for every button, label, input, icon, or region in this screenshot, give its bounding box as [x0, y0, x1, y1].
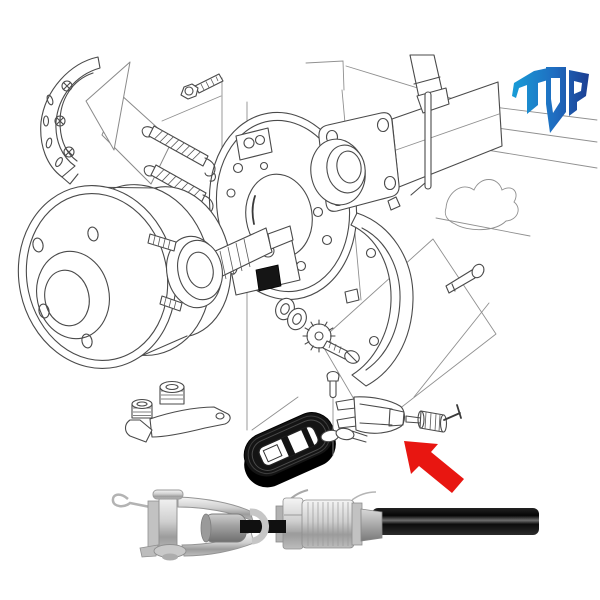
outer-cable [372, 508, 539, 535]
brake-assembly-diagram [17, 54, 598, 488]
clevis-pin [326, 370, 340, 398]
cotter-pin [320, 427, 368, 443]
brake-cable-photo [111, 489, 539, 561]
logo-glyph-o [546, 67, 566, 133]
cable-clevis [335, 396, 462, 434]
spring-mount-bracket [444, 179, 519, 231]
cylinder-seal [255, 264, 282, 292]
clevis-pin-photo [152, 489, 187, 561]
brake-line [410, 91, 432, 196]
brand-logo [512, 67, 589, 133]
direction-arrow-head [85, 61, 131, 151]
adjuster-screw [322, 340, 360, 364]
logo-glyph-t [512, 68, 548, 114]
shoe-hold-down-pin [445, 263, 485, 294]
parking-brake-lever [124, 380, 231, 443]
brake-shoe-right [344, 196, 414, 387]
fork-u-bend [249, 508, 270, 545]
fitting-nose [360, 508, 383, 542]
conduit-end-fitting [275, 497, 383, 550]
frame-rails [345, 65, 598, 169]
axle-flange [310, 112, 400, 212]
shoe-panel-outline [319, 238, 497, 431]
adjuster-washers [275, 297, 307, 331]
wheel-studs [147, 233, 183, 312]
brake-shoe-left [40, 56, 101, 185]
logo-glyph-p [569, 70, 589, 116]
highlight-red-arrow [404, 441, 464, 493]
cable-grommet [243, 412, 336, 488]
return-spring-upper [141, 125, 216, 182]
clevis-fork [111, 489, 286, 561]
cotter-wire [111, 493, 151, 509]
hub-and-spindle [147, 225, 294, 312]
hub-bore [44, 269, 90, 327]
mounting-bolt [180, 73, 224, 100]
